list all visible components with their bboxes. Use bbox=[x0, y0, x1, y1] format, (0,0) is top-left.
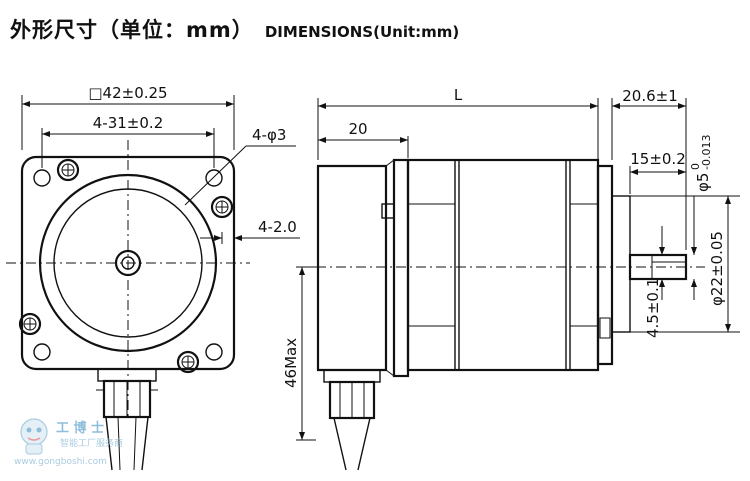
watermark-sub: 智能工厂服务商 bbox=[60, 437, 123, 449]
mounting-hole-tl bbox=[33, 169, 51, 187]
dim-shaft-diameter: φ5 bbox=[694, 173, 712, 192]
dim-shaft-length: 20.6±1 bbox=[622, 87, 678, 105]
dim-hole-depth: 4-2.0 bbox=[258, 218, 297, 236]
robot-icon bbox=[20, 418, 48, 455]
dim-flange-offset: 20 bbox=[348, 120, 367, 138]
dim-hole-spacing: 4-31±0.2 bbox=[93, 114, 163, 132]
dim-pilot-diameter: φ22±0.05 bbox=[708, 231, 726, 306]
screw-icon bbox=[56, 158, 80, 182]
cable-gland-front bbox=[96, 368, 158, 471]
mounting-hole-br bbox=[205, 343, 223, 361]
mounting-hole-tr bbox=[205, 169, 223, 187]
dim-length: L bbox=[454, 86, 463, 104]
watermark: 工 博 士 智能工厂服务商 www.gongboshi.com bbox=[14, 418, 123, 467]
step-block bbox=[392, 158, 410, 378]
pilot-boss bbox=[611, 195, 631, 333]
dim-flat-length: 15±0.2 bbox=[630, 150, 686, 168]
watermark-logo: 工 博 士 bbox=[56, 420, 104, 436]
dim-frame-size: □42±0.25 bbox=[88, 84, 167, 102]
screw-icon bbox=[210, 195, 234, 219]
watermark-url: www.gongboshi.com bbox=[14, 457, 107, 467]
page-title: 外形尺寸（单位：mm） DIMENSIONS(Unit:mm) bbox=[10, 14, 459, 44]
side-view: L 20 20.6±1 15±0.2 φ5 0 -0.013 bbox=[282, 86, 740, 471]
screw-icon bbox=[176, 350, 200, 374]
leader-hole-diameter bbox=[184, 145, 247, 206]
dim-shaft-tol-upper: 0 bbox=[689, 163, 702, 170]
title-english: DIMENSIONS(Unit:mm) bbox=[264, 23, 460, 41]
title-chinese: 外形尺寸（单位：mm） bbox=[10, 18, 254, 42]
cable-gland-side bbox=[323, 369, 381, 471]
front-view: □42±0.25 4-31±0.2 4-φ3 4-2.0 bbox=[6, 84, 300, 471]
screw-icon bbox=[18, 312, 42, 336]
mounting-hole-bl bbox=[33, 343, 51, 361]
dim-shaft-tol-lower: -0.013 bbox=[700, 135, 713, 170]
dim-flat-depth: 4.5±0.1 bbox=[644, 278, 662, 338]
rear-cap bbox=[316, 164, 388, 372]
dim-hole-diameter: 4-φ3 bbox=[252, 126, 286, 144]
dim-height-max: 46Max bbox=[282, 338, 300, 388]
